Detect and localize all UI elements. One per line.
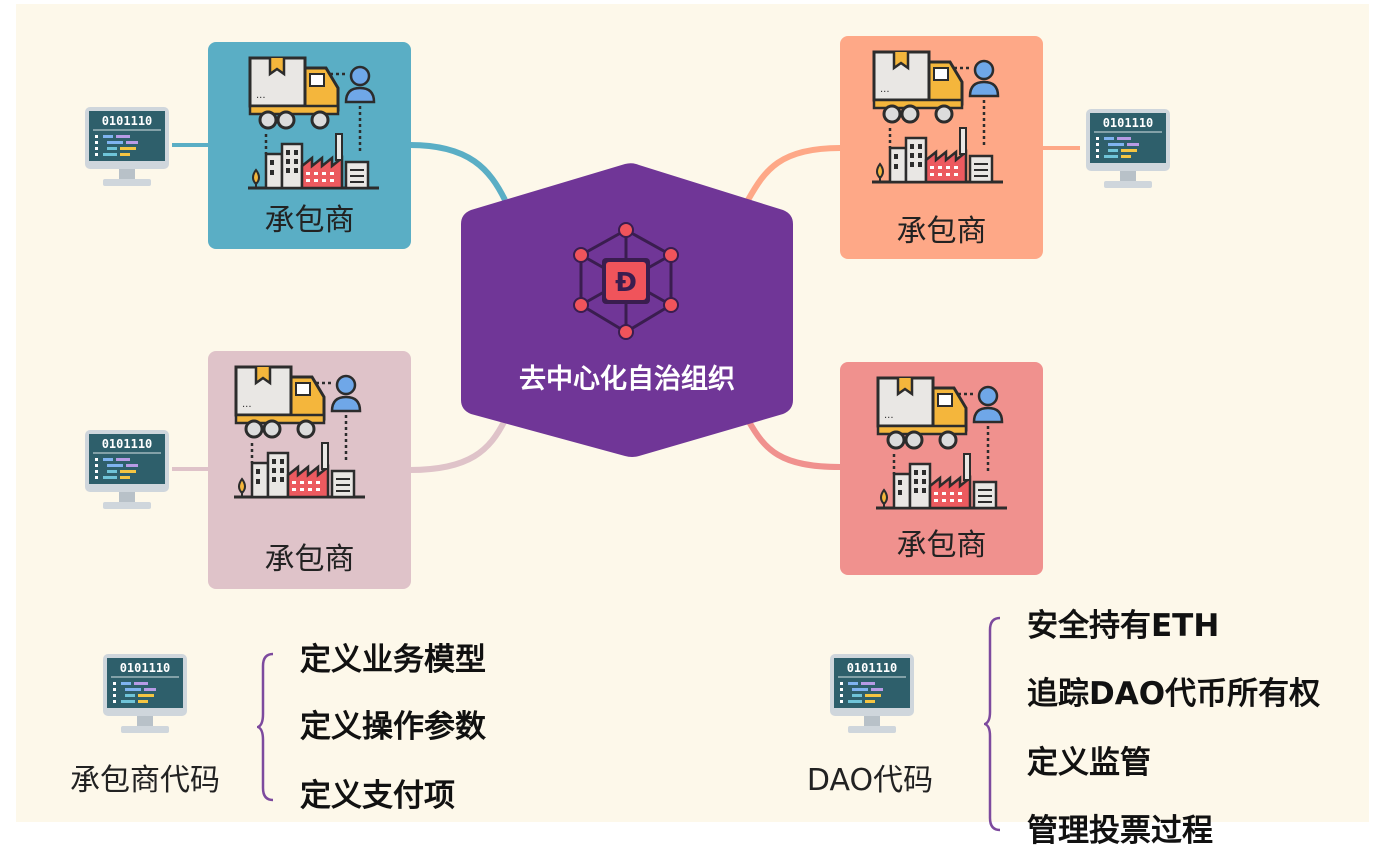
dao-code-brace [984,616,1001,832]
truck-factory-icon: ... [246,54,381,198]
svg-text:0101110: 0101110 [847,661,898,675]
contractor-code-item: 定义支付项 [300,778,455,814]
truck-factory-icon: ... [232,363,367,507]
code-monitor-icon: 0101110 [83,428,171,516]
dao-code-item: 管理投票过程 [1027,813,1213,849]
connector-contractor-1 [409,142,508,202]
dao-title: 去中心化自治组织 [519,364,735,395]
truck-factory-icon: ... [870,48,1005,192]
dao-code-item: 追踪DAO代币所有权 [1027,676,1321,712]
svg-text:...: ... [256,90,266,101]
contractor-code-item: 定义业务模型 [300,642,486,678]
dao-icon-letter: Đ [615,268,637,298]
svg-text:0101110: 0101110 [102,437,153,451]
svg-text:0101110: 0101110 [1103,116,1154,130]
contractor-box-2: ... 承包商 [208,351,411,589]
contractor-box-4: ... 承包商 [840,362,1043,575]
contractor-code-brace [257,652,274,802]
dao-code-item: 定义监管 [1027,745,1151,781]
dao-network-icon: Đ [573,222,679,340]
contractor-box-3: ... 承包商 [840,36,1043,259]
dao-code-caption: DAO代码 [806,763,934,798]
connector-contractor-4 [745,418,841,470]
code-monitor-icon: 0101110 [101,652,189,740]
code-monitor-icon: 0101110 [1084,107,1172,195]
dao-code-item: 安全持有ETH [1027,608,1220,644]
truck-factory-icon: ... [874,374,1009,518]
contractor-code-item: 定义操作参数 [300,709,486,745]
svg-text:...: ... [884,410,894,421]
connector-contractor-2 [409,418,508,473]
connector-contractor-3 [745,145,841,202]
svg-text:0101110: 0101110 [120,661,171,675]
code-monitor-icon: 0101110 [828,652,916,740]
svg-text:0101110: 0101110 [102,114,153,128]
contractor-label: 承包商 [896,214,987,249]
code-monitor-icon: 0101110 [83,105,171,193]
contractor-label: 承包商 [264,203,355,238]
svg-text:...: ... [242,399,252,410]
contractor-code-caption: 承包商代码 [70,763,220,798]
contractor-label: 承包商 [264,542,355,577]
contractor-label: 承包商 [896,528,987,563]
contractor-box-1: ... 承包商 [208,42,411,249]
svg-text:...: ... [880,84,890,95]
